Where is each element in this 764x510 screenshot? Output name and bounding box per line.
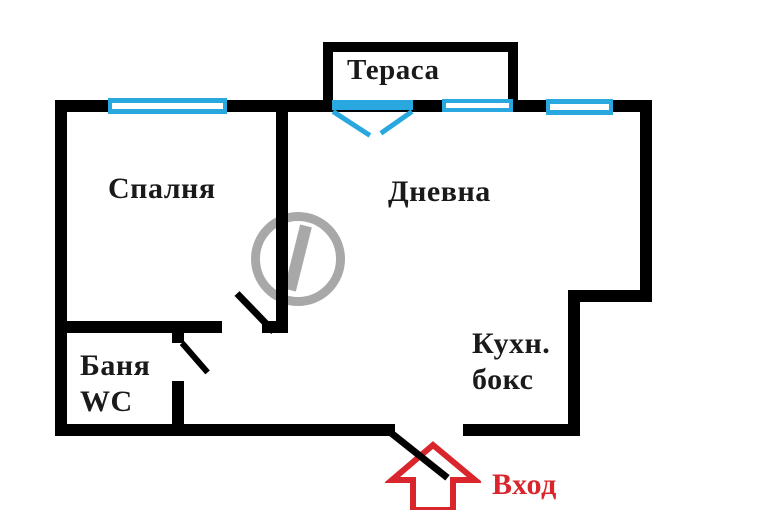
kitchen-label-line2: бокс <box>472 363 534 396</box>
bedroom-label: Спалня <box>108 172 216 205</box>
balcony-door-leaf-left <box>331 109 372 138</box>
bedroom-window <box>108 98 227 114</box>
living-window-right <box>546 99 613 115</box>
wall-step-horizontal <box>568 290 652 302</box>
kitchen-label: Кухн. бокс <box>472 326 550 398</box>
wall-step-vertical <box>568 290 580 436</box>
wall-exterior-bottom-left <box>55 424 395 436</box>
wall-exterior-right <box>640 100 652 302</box>
wall-exterior-left <box>55 100 67 436</box>
living-window-left <box>442 99 513 112</box>
wall-bath-right-lower <box>172 381 184 436</box>
watermark-logo <box>251 212 345 306</box>
bedroom-door-leaf <box>234 291 277 335</box>
living-label: Дневна <box>388 175 491 208</box>
kitchen-label-line1: Кухн. <box>472 327 551 360</box>
wall-exterior-bottom-right <box>463 424 580 436</box>
wall-terrace-left <box>323 42 333 100</box>
wall-bath-right-upper <box>172 333 184 343</box>
balcony-door-leaf-right <box>379 109 414 136</box>
bath-label: Баня WC <box>80 348 150 420</box>
bath-label-line1: Баня <box>80 349 151 382</box>
balcony-door-frame <box>332 100 413 110</box>
bath-door-leaf <box>179 341 210 375</box>
watermark-slash <box>284 224 312 292</box>
wall-terrace-right <box>508 42 518 100</box>
wall-bath-top <box>55 321 222 333</box>
terrace-label: Тераса <box>347 54 440 86</box>
wall-terrace-top <box>323 42 518 52</box>
entrance-label: Вход <box>492 468 557 501</box>
wall-bedroom-living-divider <box>276 100 288 333</box>
entrance-arrow-icon <box>385 441 481 510</box>
bath-label-line2: WC <box>80 385 133 418</box>
